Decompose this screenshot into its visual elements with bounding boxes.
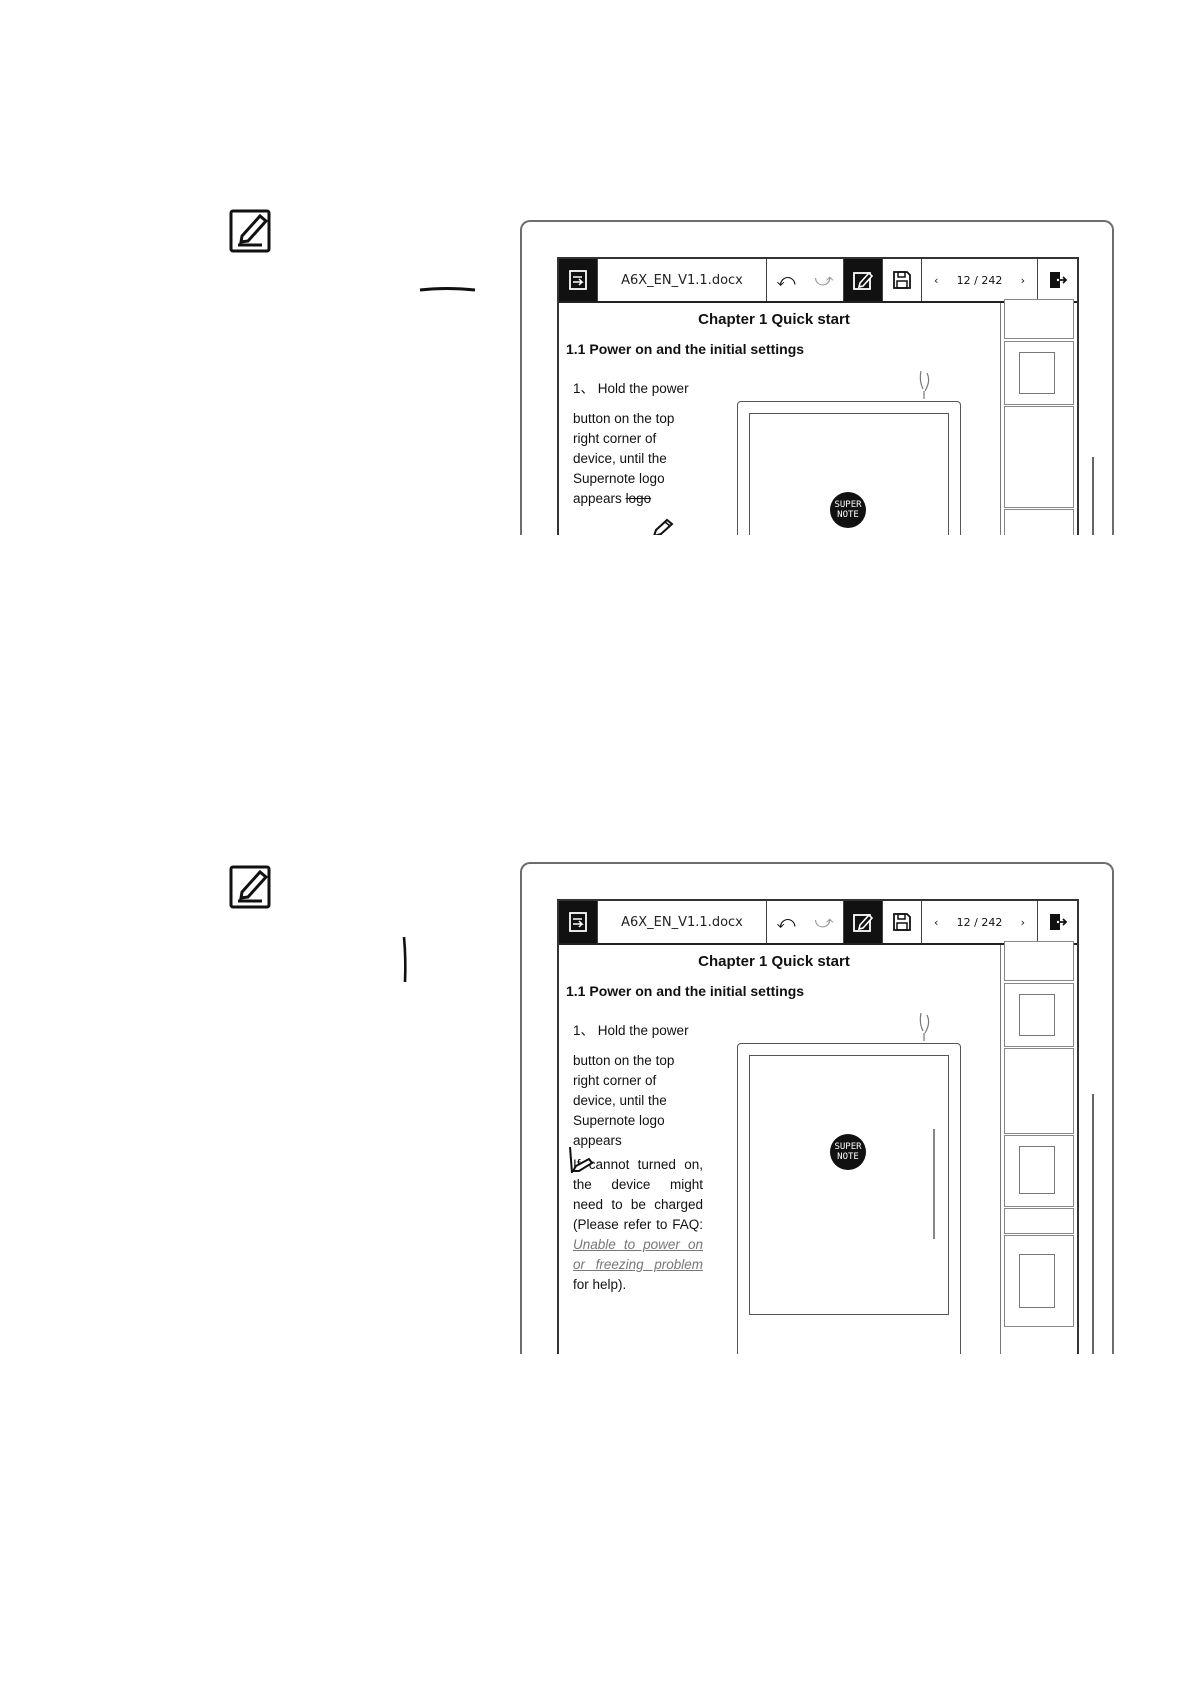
document-screen: A6X_EN_V1.1.docx ⤺ ⤻ ‹ 12 / [557, 899, 1079, 1354]
chevron-left-icon[interactable]: ‹ [934, 915, 939, 929]
undo-icon[interactable]: ⤺ [776, 911, 796, 933]
save-button[interactable] [883, 259, 922, 301]
text-line: appears [573, 1133, 622, 1148]
page-thumbnail[interactable] [1004, 406, 1074, 508]
device-illustration: SUPER NOTE [737, 1043, 961, 1354]
text-line: button on the top [573, 411, 675, 426]
page-navigator: ‹ 12 / 242 › [922, 901, 1038, 943]
text-line: 1、 Hold the power [573, 1023, 689, 1038]
faq-link[interactable]: Unable to power on [573, 1237, 703, 1252]
supernote-logo: SUPER NOTE [830, 1134, 866, 1170]
chapter-title: Chapter 1 Quick start [698, 311, 850, 328]
text-line: Supernote logo [573, 471, 665, 486]
page-thumbnail[interactable] [1004, 1048, 1074, 1134]
text-line: 1、 Hold the power [573, 381, 689, 396]
text-line: right corner of [573, 1073, 657, 1088]
text-line: (Please refer to FAQ: [573, 1217, 703, 1232]
device-power-button-sketch [913, 369, 937, 401]
redo-icon[interactable]: ⤻ [814, 911, 834, 933]
document-filename[interactable]: A6X_EN_V1.1.docx [598, 901, 767, 943]
exit-icon [1050, 272, 1068, 288]
edit-note-icon [228, 860, 276, 912]
text-line: device, until the [573, 1093, 667, 1108]
section-title: 1.1 Power on and the initial settings [566, 341, 805, 357]
inserted-paragraph: If cannot turned on, the device might ne… [573, 1155, 703, 1295]
page-thumbnail[interactable] [1004, 1235, 1074, 1327]
chevron-right-icon[interactable]: › [1020, 273, 1025, 287]
save-icon [893, 271, 911, 289]
page-indicator: 12 / 242 [956, 915, 1003, 929]
chevron-right-icon[interactable]: › [1020, 915, 1025, 929]
text-line: button on the top [573, 1053, 675, 1068]
handwritten-dash-stroke [418, 285, 478, 295]
document-toolbar: A6X_EN_V1.1.docx ⤺ ⤻ ‹ 12 / [559, 901, 1077, 945]
handwritten-vertical-stroke [400, 935, 410, 985]
page-thumbnail[interactable] [1004, 1135, 1074, 1207]
chapter-title: Chapter 1 Quick start [698, 953, 850, 970]
page-navigator: ‹ 12 / 242 › [922, 259, 1038, 301]
edit-mode-icon [853, 271, 874, 290]
page-thumbnail[interactable] [1004, 941, 1074, 981]
page-thumbnail-strip[interactable] [1000, 299, 1077, 535]
instruction-text: 1、 Hold the power button on the top righ… [573, 379, 701, 509]
document-toolbar: A6X_EN_V1.1.docx ⤺ ⤻ ‹ 12 / [559, 259, 1077, 303]
document-filename[interactable]: A6X_EN_V1.1.docx [598, 259, 767, 301]
save-button[interactable] [883, 901, 922, 943]
text-line: device, until the [573, 451, 667, 466]
document-switch-button[interactable] [559, 901, 598, 943]
page-thumbnail[interactable] [1004, 341, 1074, 405]
edit-note-icon [228, 204, 276, 256]
faq-link[interactable]: or freezing problem [573, 1257, 703, 1272]
text-line: If cannot turned on, [573, 1157, 703, 1172]
text-line: for help). [573, 1277, 627, 1292]
supernote-logo: SUPER NOTE [830, 492, 866, 528]
device-frame-top: A6X_EN_V1.1.docx ⤺ ⤻ ‹ 12 / [520, 220, 1114, 535]
edit-mode-button[interactable] [844, 259, 883, 301]
text-line: the device might [573, 1177, 703, 1192]
page-thumbnail[interactable] [1004, 299, 1074, 339]
device-illustration: SUPER NOTE [737, 401, 961, 535]
text-line: appears [573, 491, 622, 506]
instruction-text: 1、 Hold the power button on the top righ… [573, 1021, 701, 1151]
page-thumbnail[interactable] [1004, 983, 1074, 1047]
exit-button[interactable] [1038, 901, 1076, 943]
pen-cursor-icon [567, 1145, 597, 1177]
undo-icon[interactable]: ⤺ [776, 269, 796, 291]
page-thumbnail[interactable] [1004, 509, 1074, 535]
section-title: 1.1 Power on and the initial settings [566, 983, 805, 999]
save-icon [893, 913, 911, 931]
text-line: Supernote logo [573, 1113, 665, 1128]
exit-button[interactable] [1038, 259, 1076, 301]
document-switch-icon [569, 270, 587, 290]
page-thumbnail-strip[interactable] [1000, 941, 1077, 1354]
struck-word: logo [625, 491, 652, 506]
document-switch-icon [569, 912, 587, 932]
document-screen: A6X_EN_V1.1.docx ⤺ ⤻ ‹ 12 / [557, 257, 1079, 535]
edit-mode-icon [853, 913, 874, 932]
exit-icon [1050, 914, 1068, 930]
page-thumbnail[interactable] [1004, 1208, 1074, 1234]
document-switch-button[interactable] [559, 259, 598, 301]
text-line: right corner of [573, 431, 657, 446]
chevron-left-icon[interactable]: ‹ [934, 273, 939, 287]
pen-cursor-icon [651, 517, 675, 535]
edit-mode-button[interactable] [844, 901, 883, 943]
page-indicator: 12 / 242 [956, 273, 1003, 287]
redo-icon[interactable]: ⤻ [814, 269, 834, 291]
device-frame-bottom: A6X_EN_V1.1.docx ⤺ ⤻ ‹ 12 / [520, 862, 1114, 1354]
text-line: need to be charged [573, 1197, 703, 1212]
device-power-button-sketch [913, 1011, 937, 1043]
